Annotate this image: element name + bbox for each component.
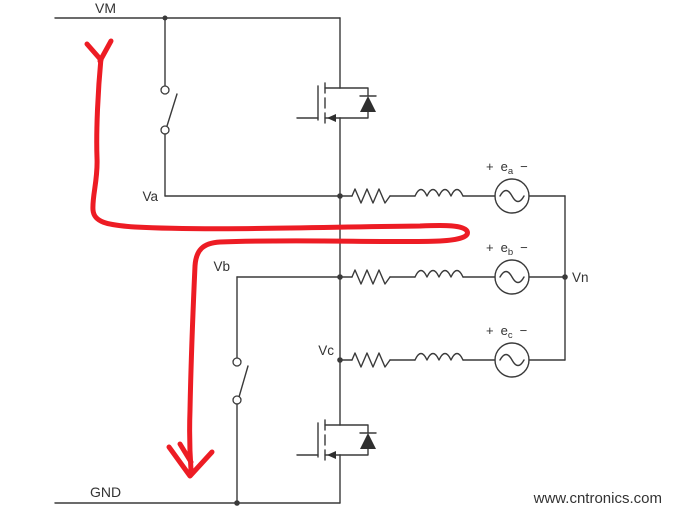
vn-label: Vn bbox=[572, 270, 589, 285]
va-label: Va bbox=[142, 189, 158, 204]
phase-b-inductor bbox=[414, 269, 464, 278]
junction-dot-vm bbox=[162, 15, 168, 21]
vc-label: Vc bbox=[318, 343, 334, 358]
phase-c-resistor bbox=[351, 352, 391, 368]
current-path-stroke bbox=[90, 55, 470, 473]
current-path-arrowhead bbox=[166, 441, 215, 479]
bemf-ea-label: +ea− bbox=[486, 159, 528, 177]
low-side-mosfet bbox=[296, 419, 377, 461]
high-side-switch bbox=[160, 17, 178, 197]
phase-b-bemf-source bbox=[494, 259, 530, 295]
phase-a-inductor bbox=[414, 188, 464, 197]
switch-blade bbox=[238, 365, 249, 398]
gnd-label: GND bbox=[90, 484, 121, 500]
switch-blade bbox=[166, 93, 178, 127]
vm-label: VM bbox=[95, 0, 116, 16]
current-path-annotation bbox=[84, 38, 470, 479]
junction-dot-vc bbox=[337, 357, 343, 363]
switch-contact-top bbox=[160, 85, 170, 95]
junction-dot-va bbox=[337, 193, 343, 199]
bemf-eb-label: +eb− bbox=[486, 240, 528, 258]
junction-dot-vb bbox=[337, 274, 343, 280]
bemf-ec-label: +ec− bbox=[486, 323, 527, 341]
low-side-switch bbox=[232, 276, 249, 504]
vb-label: Vb bbox=[213, 259, 230, 274]
phase-b-resistor bbox=[351, 269, 391, 285]
phase-b: Vb +eb− bbox=[213, 240, 566, 295]
phase-a: Va +ea− bbox=[142, 159, 566, 214]
junction-dot-vn bbox=[562, 274, 568, 280]
switch-contact-bottom bbox=[232, 395, 242, 405]
phase-c-bemf-source bbox=[494, 342, 530, 378]
switch-contact-bottom bbox=[160, 125, 170, 135]
phase-c: Vc +ec− bbox=[318, 323, 566, 378]
phase-a-resistor bbox=[351, 188, 391, 204]
phase-a-bemf-source bbox=[494, 178, 530, 214]
high-side-mosfet bbox=[296, 82, 377, 124]
junction-dot-gnd bbox=[234, 500, 240, 506]
watermark-text: www.cntronics.com bbox=[533, 490, 662, 507]
switch-contact-top bbox=[232, 357, 242, 367]
phase-c-inductor bbox=[414, 352, 464, 361]
